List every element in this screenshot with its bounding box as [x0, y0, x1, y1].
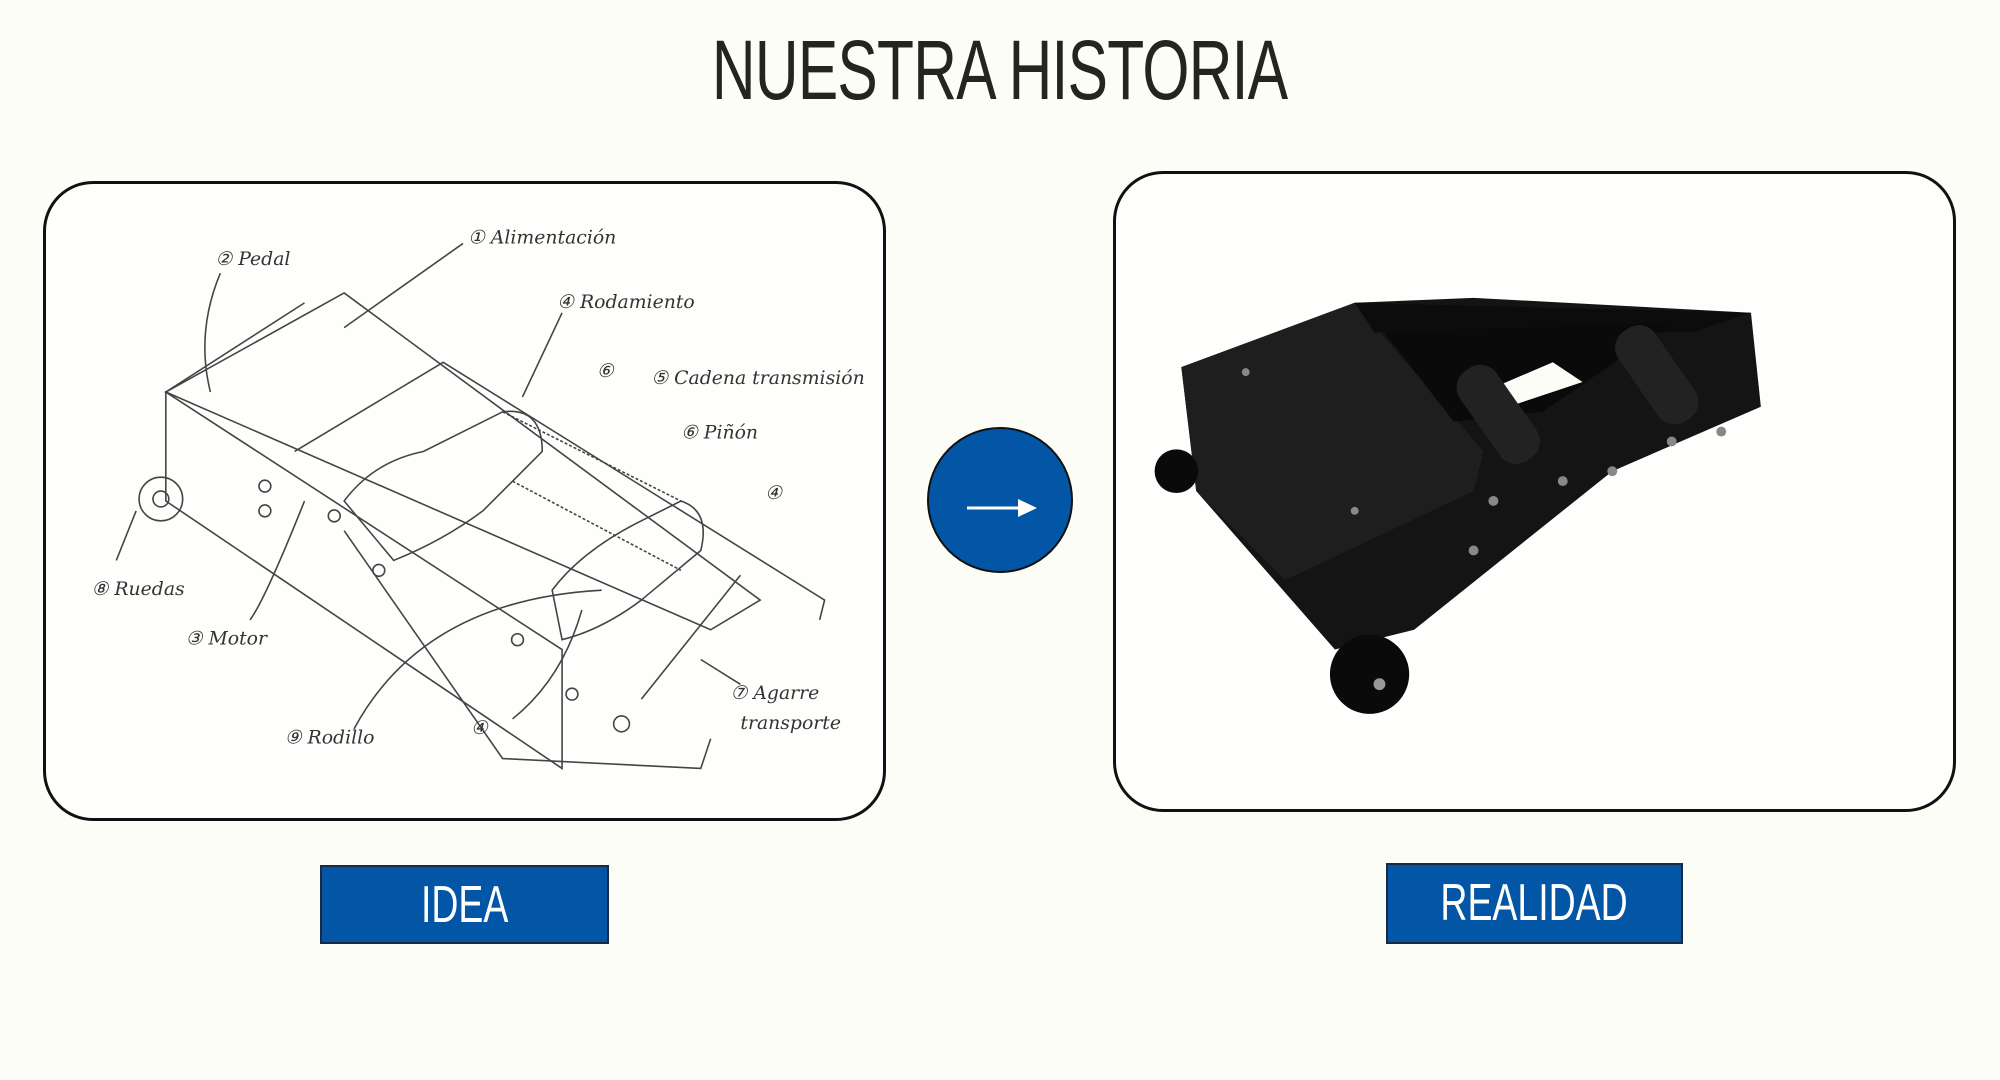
- label-motor: ③ Motor: [186, 629, 268, 650]
- label-rodamiento: ④ Rodamiento: [557, 292, 695, 313]
- prototype-photo: [1154, 297, 1761, 714]
- label-ruedas: ⑧ Ruedas: [92, 579, 186, 600]
- label-transporte: transporte: [740, 713, 841, 734]
- idea-button[interactable]: IDEA: [320, 865, 609, 944]
- arrow-right-icon: [967, 499, 1037, 517]
- label-4a: ④: [765, 483, 783, 504]
- page-title: NUESTRA HISTORIA: [0, 22, 2000, 119]
- next-arrow-button[interactable]: [927, 427, 1073, 573]
- label-6: ⑥: [597, 361, 615, 382]
- label-4b: ④: [471, 718, 489, 739]
- label-pinon: ⑥ Piñón: [681, 423, 758, 444]
- label-cadena: ⑤ Cadena transmisión: [651, 368, 864, 389]
- idea-sketch-card: ① Alimentación ② Pedal ④ Rodamiento ⑥ ⑤ …: [43, 181, 886, 821]
- label-agarre: ⑦ Agarre: [730, 683, 819, 704]
- realidad-button-label: REALIDAD: [1440, 874, 1629, 932]
- realidad-button[interactable]: REALIDAD: [1386, 863, 1683, 944]
- page-title-text: NUESTRA HISTORIA: [712, 23, 1288, 117]
- label-pedal: ② Pedal: [215, 249, 290, 270]
- label-alimentacion: ① Alimentación: [468, 227, 616, 248]
- idea-button-label: IDEA: [420, 876, 509, 934]
- reality-photo-card: [1113, 171, 1956, 812]
- sketch-drawing: ① Alimentación ② Pedal ④ Rodamiento ⑥ ⑤ …: [92, 227, 865, 770]
- label-rodillo: ⑨ Rodillo: [285, 728, 375, 749]
